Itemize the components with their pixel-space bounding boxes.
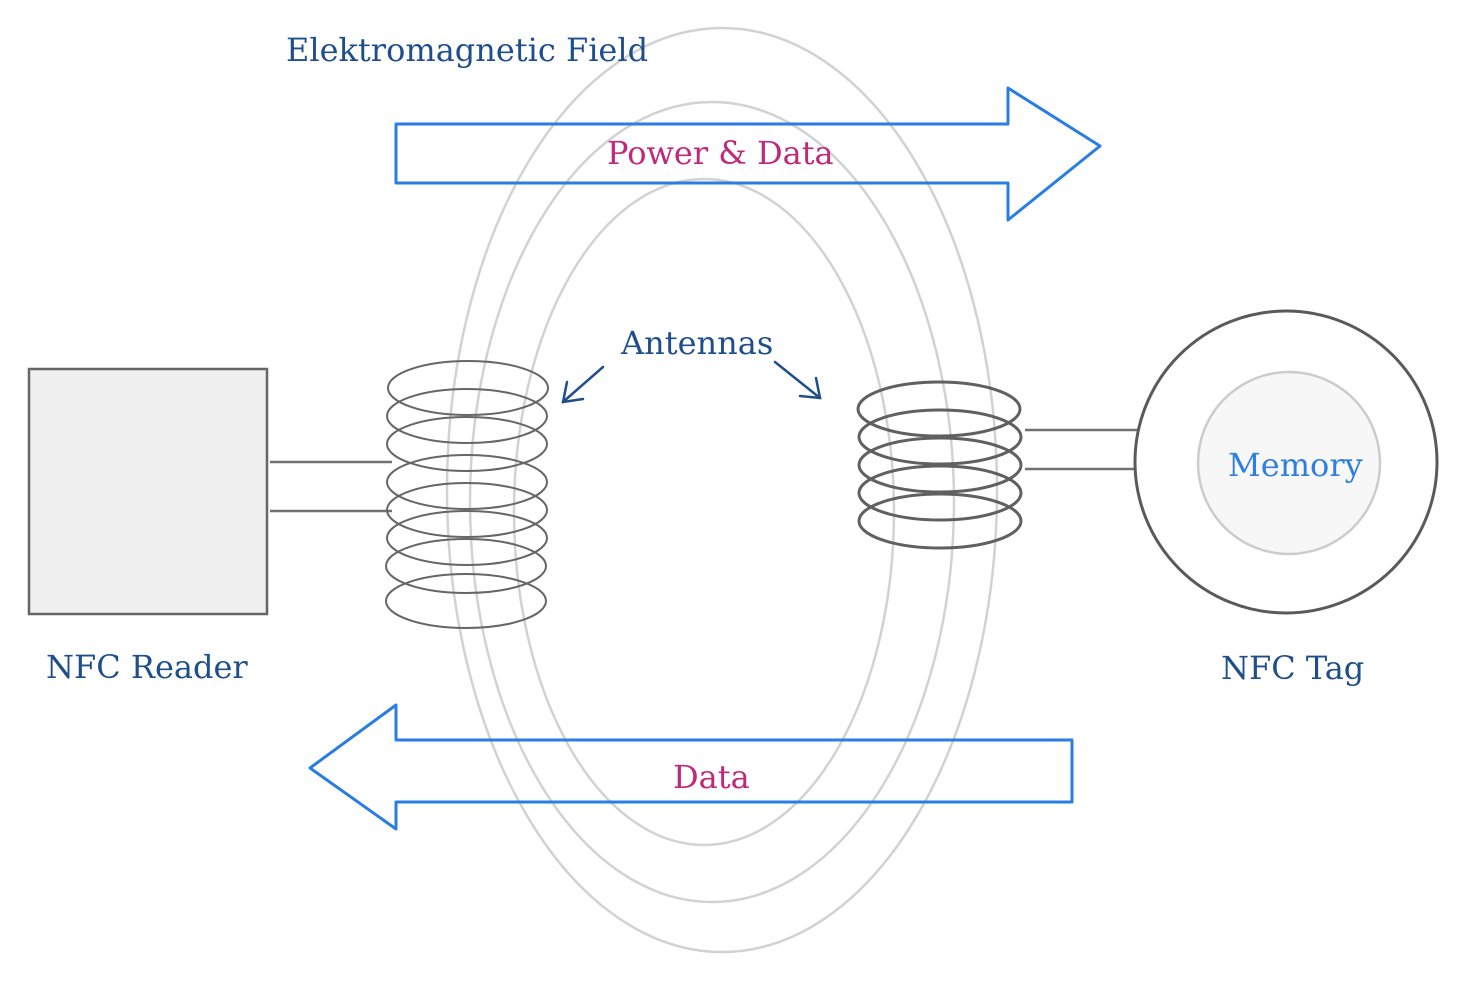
electromagnetic-field <box>445 26 999 954</box>
nfc-tag-label: NFC Tag <box>1221 649 1364 687</box>
data-label: Data <box>673 758 750 796</box>
power-data-arrow <box>394 86 1102 222</box>
tag-coil-loop <box>857 436 1023 494</box>
reader-coil-loop <box>386 416 548 472</box>
antennas-pointer-right-head <box>798 376 822 400</box>
reader-coil-loop <box>385 573 547 629</box>
tag-coil-loop <box>857 492 1023 550</box>
reader-coil-loop <box>386 510 548 566</box>
field-ring-middle <box>468 100 956 904</box>
antennas-label: Antennas <box>620 324 773 362</box>
memory-circle <box>1196 370 1382 556</box>
reader-coil-loop <box>386 482 548 538</box>
tag-antenna-coil <box>856 380 1023 550</box>
tag-coil-loop <box>856 380 1022 438</box>
data-arrow <box>308 703 1074 831</box>
reader-coil-loop <box>386 454 548 510</box>
antennas-pointer-left <box>561 365 605 404</box>
antennas-pointer-left-shaft <box>561 365 605 404</box>
field-ring-outer <box>445 26 999 954</box>
tag-coil-loop <box>857 464 1023 522</box>
field-label: Elektromagnetic Field <box>286 31 648 69</box>
reader-antenna-coil <box>385 360 549 629</box>
power-data-label: Power & Data <box>607 134 834 172</box>
memory-label: Memory <box>1228 446 1363 484</box>
antennas-pointer-right <box>773 360 822 400</box>
antennas-pointer-left-head <box>561 380 585 404</box>
reader-coil-loop <box>385 538 547 594</box>
nfc-reader-box <box>27 367 269 616</box>
antennas-pointer-right-shaft <box>773 360 822 400</box>
tag-coil-loop <box>857 408 1023 466</box>
reader-coil-loop <box>387 360 549 416</box>
nfc-reader-label: NFC Reader <box>46 648 248 686</box>
field-ring-inner <box>512 177 896 847</box>
reader-coil-loop <box>386 388 548 444</box>
